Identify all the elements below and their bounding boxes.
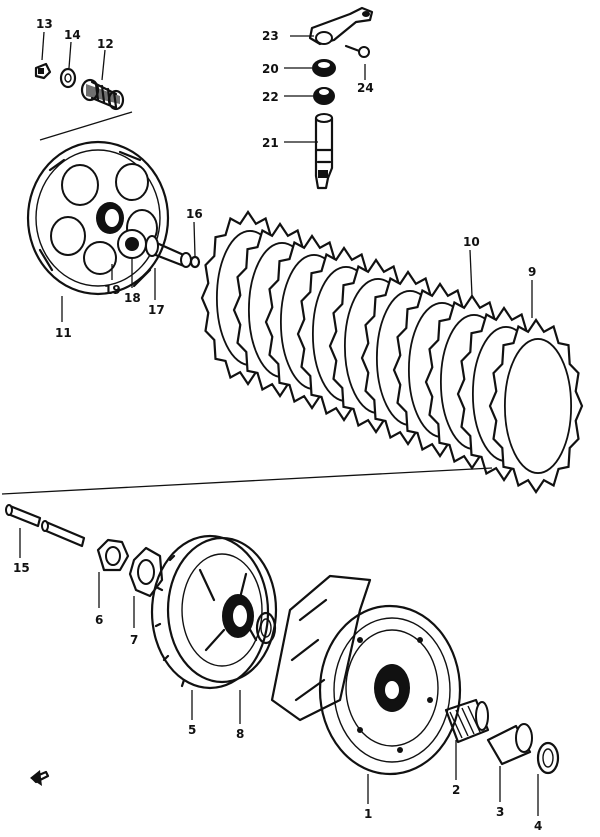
callout-21: 21 [262,136,279,150]
spring-12 [80,78,125,111]
callout-3: 3 [496,805,504,819]
callout-22: 22 [262,90,279,104]
callout-7: 7 [130,633,138,647]
washer-14 [59,67,77,89]
callout-15: 15 [13,561,30,575]
bolt-13 [34,62,52,80]
front-arrow-icon [30,770,50,786]
leader-lines [19,31,539,816]
clutch-lower-assembly [5,504,560,786]
callout-4: 4 [534,819,542,833]
oil-seal-20 [312,59,336,77]
clutch-plate-stack [200,210,584,494]
callout-6: 6 [95,613,103,627]
callout-14: 14 [64,28,81,42]
release-lever-23 [308,6,374,46]
bolt-24 [344,44,370,58]
release-lever-assembly [308,6,374,190]
push-rod-15 [5,504,86,548]
needle-bearing-2 [444,698,490,744]
callout-17: 17 [148,303,165,317]
push-rod-17 [145,235,192,268]
callout-8: 8 [236,727,244,741]
callout-18: 18 [124,291,141,305]
lock-washer-7 [128,546,164,598]
clutch-housing-1 [270,574,462,776]
nut-6 [96,538,130,572]
release-shaft-21 [314,113,334,190]
spacer-3 [486,723,533,766]
callout-24: 24 [357,81,374,95]
callout-2: 2 [452,783,460,797]
callout-16: 16 [186,207,203,221]
clutch-plates [200,210,584,494]
plate-outer-ring [488,318,584,494]
callout-13: 13 [36,17,53,31]
bearing-22 [313,87,335,105]
callout-19: 19 [104,283,121,297]
callout-5: 5 [188,723,196,737]
callout-labels: 13 14 12 23 20 22 21 24 16 17 18 19 11 1… [13,17,542,833]
washer-4 [536,741,560,775]
callout-9: 9 [528,265,536,279]
callout-11: 11 [55,326,72,340]
clutch-hub-5 [150,534,278,690]
callout-1: 1 [364,807,372,821]
plate-inner-ring [503,338,573,474]
callout-12: 12 [97,37,114,51]
callout-23: 23 [262,29,279,43]
drive-plate [488,318,584,494]
callout-10: 10 [463,235,480,249]
o-ring-16 [189,255,201,269]
callout-20: 20 [262,62,279,76]
pressure-plate-11 [26,140,170,296]
thrust-washer-8 [255,611,277,645]
pressure-plate-assembly [26,62,201,296]
